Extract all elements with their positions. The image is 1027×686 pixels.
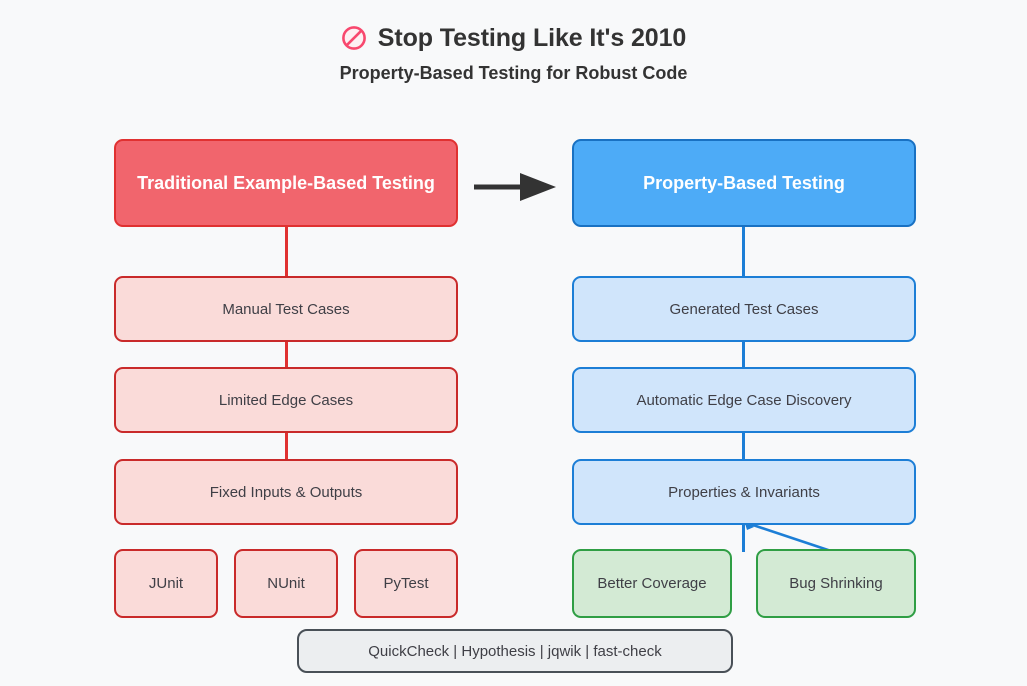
title-block: Stop Testing Like It's 2010 Property-Bas… [0, 22, 1027, 85]
node-label: Limited Edge Cases [218, 391, 354, 409]
no-entry-icon [341, 25, 367, 51]
arrow-right-icon [470, 170, 566, 204]
connector-right-1 [742, 226, 745, 276]
connector-left-1 [285, 226, 288, 276]
connector-left-3 [285, 433, 288, 460]
footer-label: QuickCheck | Hypothesis | jqwik | fast-c… [368, 642, 662, 660]
node-footer-libraries[interactable]: QuickCheck | Hypothesis | jqwik | fast-c… [297, 629, 733, 673]
page-title: Stop Testing Like It's 2010 [0, 22, 1027, 54]
node-limited-edge-cases[interactable]: Limited Edge Cases [114, 367, 458, 433]
node-label: Properties & Invariants [668, 483, 820, 501]
node-label: Traditional Example-Based Testing [137, 172, 435, 193]
node-fixed-inputs-outputs[interactable]: Fixed Inputs & Outputs [114, 459, 458, 525]
connector-better-coverage [742, 525, 745, 552]
node-label: Generated Test Cases [669, 300, 819, 318]
node-traditional-testing-heading[interactable]: Traditional Example-Based Testing [114, 139, 458, 227]
node-manual-test-cases[interactable]: Manual Test Cases [114, 276, 458, 342]
node-tool-pytest[interactable]: PyTest [354, 549, 458, 618]
node-label: NUnit [267, 575, 305, 592]
page-subtitle: Property-Based Testing for Robust Code [339, 63, 688, 83]
node-tool-nunit[interactable]: NUnit [234, 549, 338, 618]
node-label: Property-Based Testing [643, 172, 845, 193]
node-property-based-testing-heading[interactable]: Property-Based Testing [572, 139, 916, 227]
node-label: Fixed Inputs & Outputs [209, 483, 363, 501]
node-label: PyTest [383, 575, 429, 592]
node-label: JUnit [148, 575, 184, 592]
node-label: Automatic Edge Case Discovery [636, 391, 852, 409]
node-label: Better Coverage [597, 575, 707, 592]
node-generated-test-cases[interactable]: Generated Test Cases [572, 276, 916, 342]
node-label: Manual Test Cases [222, 300, 350, 318]
node-label: Bug Shrinking [789, 575, 883, 592]
connector-right-2 [742, 341, 745, 368]
node-automatic-edge-case-discovery[interactable]: Automatic Edge Case Discovery [572, 367, 916, 433]
node-bug-shrinking[interactable]: Bug Shrinking [756, 549, 916, 618]
connector-right-3 [742, 433, 745, 460]
connector-left-2 [285, 341, 288, 368]
node-tool-junit[interactable]: JUnit [114, 549, 218, 618]
node-properties-invariants[interactable]: Properties & Invariants [572, 459, 916, 525]
page-title-text: Stop Testing Like It's 2010 [377, 24, 687, 52]
node-better-coverage[interactable]: Better Coverage [572, 549, 732, 618]
